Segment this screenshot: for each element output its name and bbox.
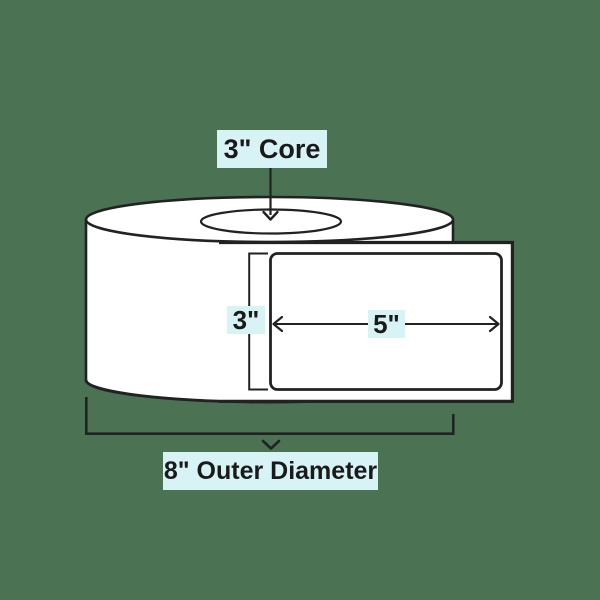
core-arrowhead-icon [262,210,279,221]
label-width-callout: 5" [368,310,405,338]
label-sheet-border [219,240,514,403]
outer-diameter-bracket [85,397,455,435]
label-height-callout: 3" [227,306,265,334]
width-arrowhead-left-icon [272,315,284,333]
core-size-callout: 3" Core [217,130,327,168]
outer-diameter-chevron-icon [261,439,281,450]
outer-diameter-callout: 8" Outer Diameter [163,452,378,490]
width-arrowhead-right-icon [488,315,500,333]
